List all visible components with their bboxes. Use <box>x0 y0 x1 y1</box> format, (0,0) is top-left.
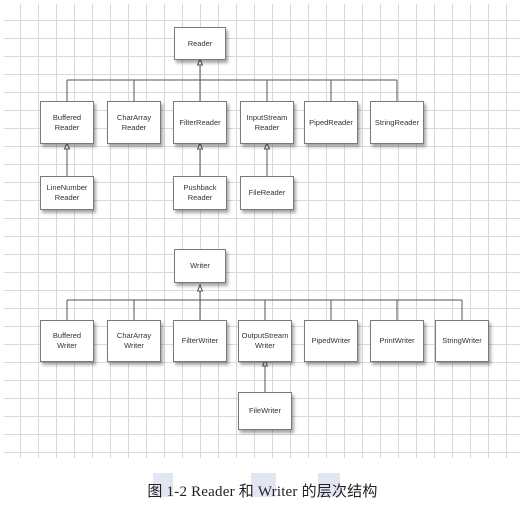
node-filter-reader: FilterReader <box>173 101 227 144</box>
node-outputstream-writer: OutputStream Writer <box>238 320 292 362</box>
node-file-writer: FileWriter <box>238 392 292 430</box>
node-string-writer: StringWriter <box>435 320 489 362</box>
node-print-writer: PrintWriter <box>370 320 424 362</box>
node-piped-writer: PipedWriter <box>304 320 358 362</box>
node-reader: Reader <box>174 27 226 60</box>
caption-highlight-right <box>318 473 340 497</box>
node-string-reader: StringReader <box>370 101 424 144</box>
caption-highlight-mid <box>251 473 276 497</box>
node-filter-writer: FilterWriter <box>173 320 227 362</box>
node-linenumber-reader: LineNumber Reader <box>40 176 94 210</box>
node-buffered-reader: Buffered Reader <box>40 101 94 144</box>
node-pushback-reader: Pushback Reader <box>173 176 227 210</box>
node-writer: Writer <box>174 249 226 283</box>
node-file-reader: FileReader <box>240 176 294 210</box>
caption-highlight-left <box>153 473 173 497</box>
node-buffered-writer: Buffered Writer <box>40 320 94 362</box>
node-chararray-reader: CharArray Reader <box>107 101 161 144</box>
node-chararray-writer: CharArray Writer <box>107 320 161 362</box>
node-inputstream-reader: InputStream Reader <box>240 101 294 144</box>
node-piped-reader: PipedReader <box>304 101 358 144</box>
figure-caption: 图 1-2 Reader 和 Writer 的层次结构 <box>147 484 378 500</box>
